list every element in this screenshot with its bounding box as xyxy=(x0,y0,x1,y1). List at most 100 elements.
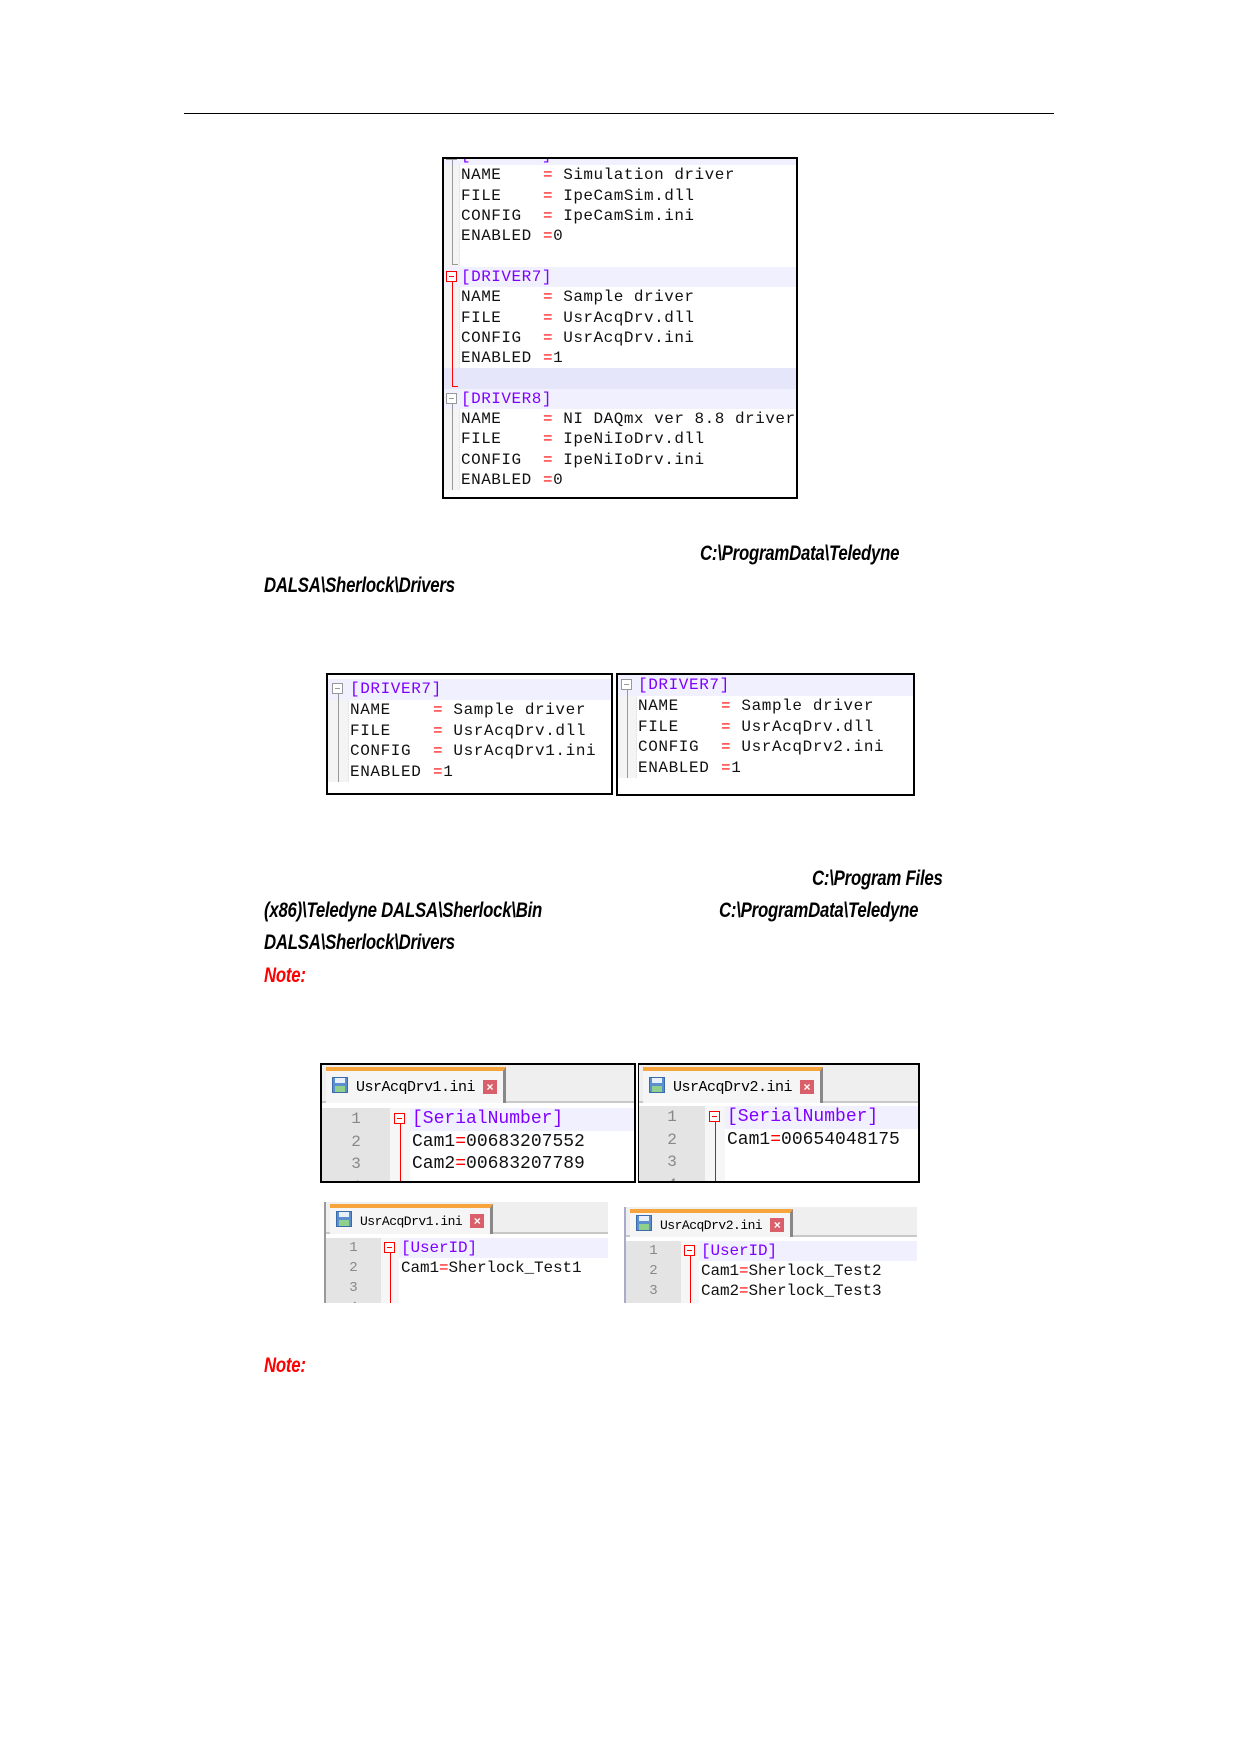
line-number: 4 xyxy=(322,1175,390,1181)
fold-line xyxy=(451,287,453,308)
fold-line xyxy=(451,449,453,470)
code-line: NAME= NI DAQmx ver 8.8 driver xyxy=(459,410,796,428)
code-line: FILE= UsrAcqDrv.dll xyxy=(636,718,874,736)
code-line: FILE= IpeNiIoDrv.dll xyxy=(459,430,705,448)
ini-line: ENABLED =0 xyxy=(444,226,796,247)
equals-sign: = xyxy=(543,328,554,347)
code-line: [DRIVER7] xyxy=(459,268,552,286)
ini-key: Cam1 xyxy=(727,1129,771,1150)
line-number: 2 xyxy=(639,1128,705,1151)
code-line: ENABLED =0 xyxy=(459,471,563,489)
ini-key: FILE xyxy=(461,308,502,327)
editor-line: 3 xyxy=(639,1151,918,1174)
line-number: 4 xyxy=(639,1173,705,1181)
fold-marker xyxy=(390,1175,410,1181)
ini-line: [DRIVER6] xyxy=(444,159,796,166)
fold-marker xyxy=(705,1106,725,1129)
ini-line: NAME= Sample driver xyxy=(328,699,611,721)
fold-marker xyxy=(328,720,348,742)
line-number: 1 xyxy=(322,1108,390,1131)
equals-sign: = xyxy=(721,738,732,757)
line-number: 2 xyxy=(326,1258,381,1278)
save-file-icon xyxy=(336,1210,352,1232)
ini-key: NAME xyxy=(461,166,502,185)
section-header: [DRIVER7] xyxy=(461,267,552,286)
code-line: Cam1=Sherlock_Test2 xyxy=(699,1262,882,1280)
equals-sign: = xyxy=(433,721,444,740)
line-number: 3 xyxy=(639,1151,705,1174)
save-file-icon xyxy=(332,1076,348,1098)
ini-value: 00683207552 xyxy=(466,1131,585,1152)
file-tab[interactable]: UsrAcqDrv1.ini× xyxy=(330,1204,494,1234)
ini-line: ENABLED =1 xyxy=(618,757,913,779)
close-tab-icon[interactable]: × xyxy=(800,1080,815,1094)
ini-value: Sample driver xyxy=(731,697,875,716)
close-tab-icon[interactable]: × xyxy=(470,1214,485,1228)
code-line: CONFIG= UsrAcqDrv2.ini xyxy=(636,738,884,756)
editor-line: 4 xyxy=(639,1173,918,1181)
note-label: Note: xyxy=(264,964,306,987)
code-line xyxy=(459,248,471,266)
editor-line: 3 xyxy=(326,1278,608,1298)
path-bin: (x86)\Teledyne DALSA\Sherlock\Bin xyxy=(264,899,543,922)
fold-marker xyxy=(444,205,459,227)
ini-line xyxy=(444,246,796,266)
collapse-icon xyxy=(445,270,457,282)
equals-sign: = xyxy=(439,1259,449,1277)
ini-key: Cam2 xyxy=(701,1282,740,1300)
close-tab-icon[interactable]: × xyxy=(483,1080,498,1094)
fold-marker xyxy=(444,389,459,409)
ini-value: 00654048175 xyxy=(781,1129,900,1150)
fold-marker xyxy=(444,449,459,470)
code-line xyxy=(699,1302,711,1303)
ini-key: ENABLED xyxy=(350,763,432,782)
ini-key: ENABLED xyxy=(461,470,542,489)
fold-line xyxy=(451,408,453,430)
editor-line: 4 xyxy=(626,1301,917,1303)
editor-line: 1[SerialNumber] xyxy=(322,1108,634,1131)
file-tab[interactable]: UsrAcqDrv2.ini× xyxy=(630,1209,794,1237)
fold-line xyxy=(690,1261,691,1281)
ini-key: FILE xyxy=(461,186,502,205)
code-line xyxy=(399,1299,411,1303)
fold-marker xyxy=(444,246,459,266)
fold-marker xyxy=(390,1130,410,1153)
ini-line: ENABLED =0 xyxy=(444,469,796,491)
fold-line xyxy=(338,699,339,721)
code-line: FILE= UsrAcqDrv.dll xyxy=(459,309,695,327)
tab-bar: UsrAcqDrv2.ini× xyxy=(639,1065,918,1103)
fold-line xyxy=(390,1278,391,1298)
fold-marker xyxy=(705,1128,725,1151)
tab-bar: UsrAcqDrv1.ini× xyxy=(326,1202,608,1234)
code-line: ENABLED =1 xyxy=(348,763,453,781)
fold-marker xyxy=(618,716,636,738)
fold-line xyxy=(451,226,453,247)
ini-key: ENABLED xyxy=(461,227,542,246)
section-header: [SerialNumber] xyxy=(727,1107,879,1128)
code-line: Cam2=Sherlock_Test3 xyxy=(699,1282,882,1300)
ini-key: CONFIG xyxy=(638,738,700,757)
ini-line xyxy=(444,368,796,389)
file-tab[interactable]: UsrAcqDrv2.ini× xyxy=(643,1067,824,1103)
code-line xyxy=(399,1279,411,1297)
editor-line: 4 xyxy=(326,1298,608,1303)
equals-sign: = xyxy=(543,450,554,469)
code-line: [DRIVER7] xyxy=(348,680,442,698)
fold-line xyxy=(400,1121,401,1131)
tab-filename: UsrAcqDrv1.ini xyxy=(356,1078,476,1096)
fold-marker xyxy=(444,307,459,328)
ini-value: UsrAcqDrv.dll xyxy=(443,721,587,740)
ini-line: [DRIVER7] xyxy=(618,675,913,696)
ini-key: NAME xyxy=(461,410,502,428)
file-tab[interactable]: UsrAcqDrv1.ini × xyxy=(326,1067,507,1103)
fold-line xyxy=(338,741,339,762)
fold-marker xyxy=(328,761,348,783)
close-tab-icon[interactable]: × xyxy=(770,1218,785,1232)
ini-line: NAME= Sample driver xyxy=(618,695,913,717)
equals-sign: = xyxy=(433,742,444,761)
